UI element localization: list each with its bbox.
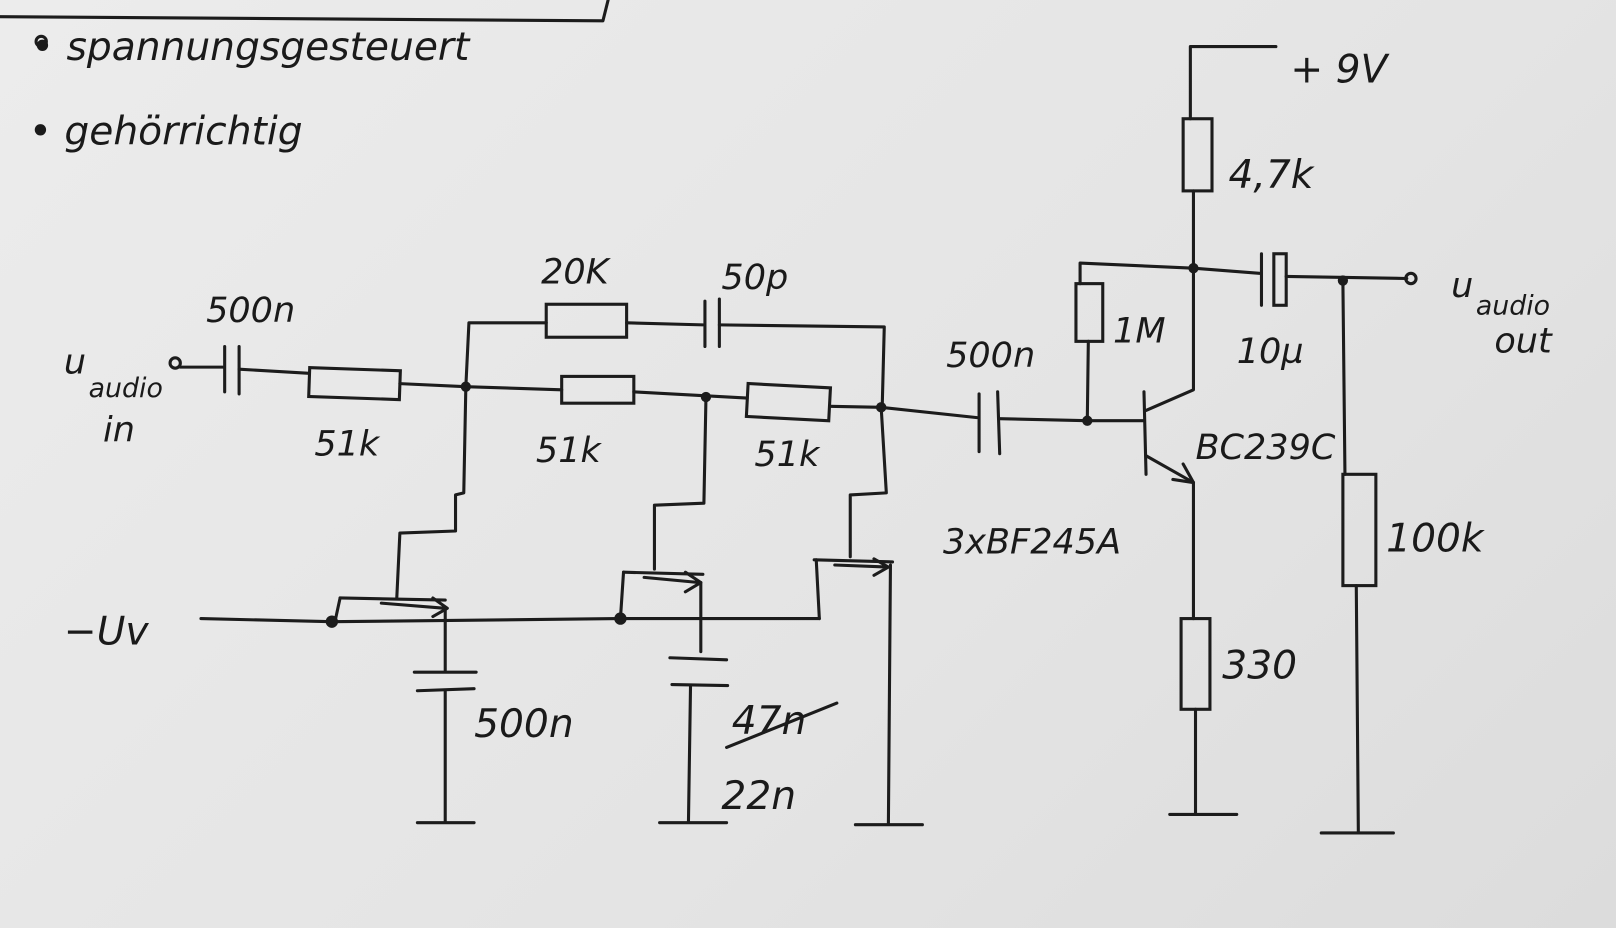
supply-rail <box>1188 45 1278 121</box>
resistor-100k <box>1341 472 1378 588</box>
capacitor-gate-2 <box>668 656 730 688</box>
ground-1 <box>415 689 476 825</box>
label-c-gate2-crossed: 47n <box>725 699 839 749</box>
resistor-51k-3 <box>744 381 833 423</box>
label-c-gate1: 500n <box>474 702 574 747</box>
resistor-1m <box>1074 282 1105 343</box>
node <box>614 612 627 625</box>
transistor-bc239c <box>1142 266 1195 485</box>
output-label-u: u <box>1451 265 1473 306</box>
capacitor-coupling <box>977 390 1002 456</box>
label-jfets: 3xBF245A <box>943 522 1121 563</box>
input-terminal <box>168 356 182 370</box>
input-label-audio: audio <box>89 373 163 404</box>
label-r-coll: 4,7k <box>1228 153 1314 198</box>
supply-label: + 9V <box>1290 48 1390 93</box>
jfet-2 <box>618 395 708 654</box>
ground-load <box>1319 584 1395 835</box>
label-c-out: 10µ <box>1237 331 1304 372</box>
label-r-in: 51k <box>314 424 381 465</box>
capacitor-50p <box>703 297 721 349</box>
jfet-3 <box>812 405 924 827</box>
bullet <box>34 34 48 49</box>
ground-2 <box>658 685 729 825</box>
input-label-in: in <box>103 409 135 450</box>
label-r-load: 100k <box>1386 517 1485 562</box>
input-label-u: u <box>64 341 86 382</box>
note-loudness: • gehörrichtig <box>29 110 303 155</box>
resistor-4k7 <box>1181 117 1214 193</box>
output-label-audio: audio <box>1476 291 1550 322</box>
node <box>325 615 339 628</box>
ground-emitter <box>1168 707 1239 816</box>
resistor-51k-2 <box>560 374 636 405</box>
note-voltage-controlled: • spannungsgesteuert <box>31 25 471 70</box>
resistor-input <box>307 366 402 402</box>
label-r-bias: 1M <box>1113 310 1166 351</box>
label-transistor: BC239C <box>1196 427 1336 468</box>
capacitor-input <box>223 344 241 396</box>
label-r-mid1: 51k <box>536 430 603 471</box>
resistor-330 <box>1179 617 1212 711</box>
output-terminal <box>1404 271 1418 286</box>
capacitor-gate-1 <box>412 670 478 693</box>
label-r-emit: 330 <box>1222 643 1297 688</box>
jfet-1 <box>333 385 468 672</box>
resistor-20k <box>544 302 629 339</box>
label-c-gate2: 22n <box>721 774 796 819</box>
capacitor-output <box>1272 252 1288 307</box>
control-voltage-label: −Uv <box>64 609 149 654</box>
label-c-couple: 500n <box>946 335 1035 376</box>
label-c-in: 500n <box>206 290 295 331</box>
label-c-fb: 50p <box>721 257 788 298</box>
label-r-mid2: 51k <box>754 434 821 475</box>
label-r-fb: 20K <box>541 252 612 293</box>
output-label-out: out <box>1494 321 1553 362</box>
label-c-gate2-old: 47n <box>732 699 807 744</box>
note-box-edge <box>0 0 610 23</box>
